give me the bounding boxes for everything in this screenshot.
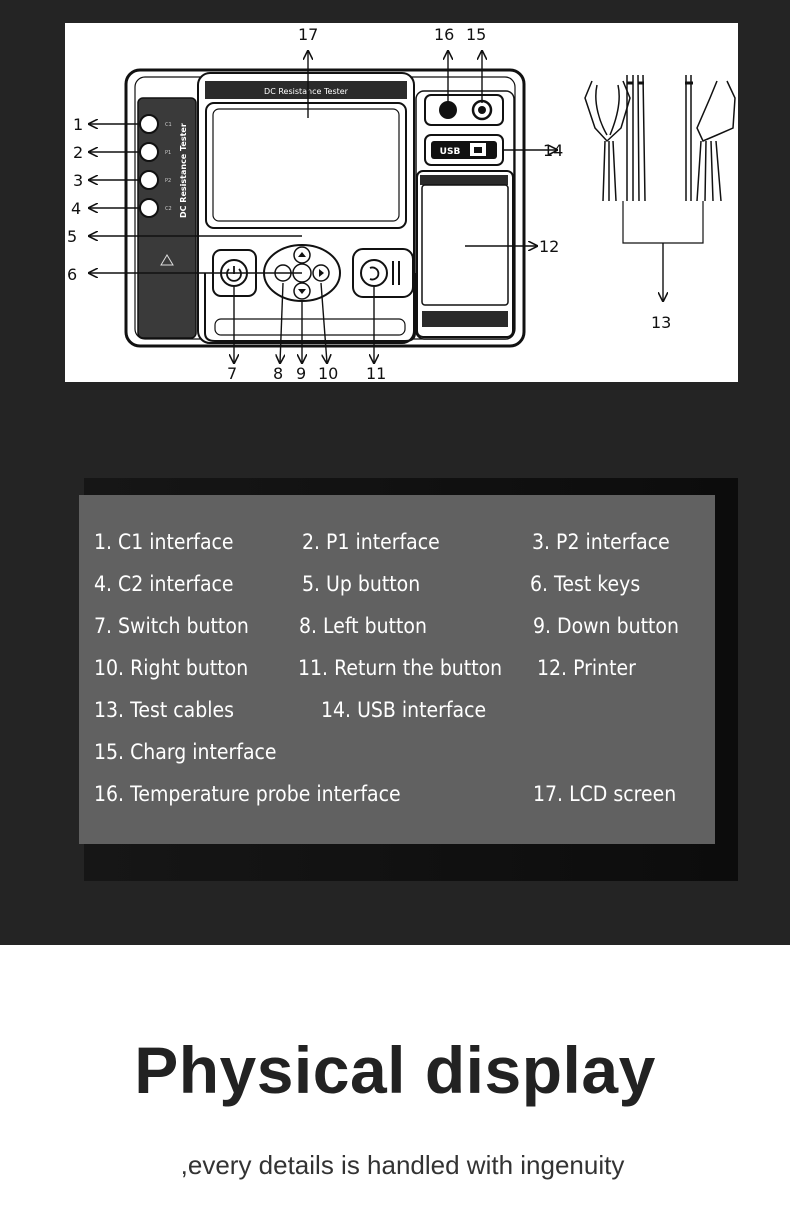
callout-number-11: 11 xyxy=(366,364,386,382)
temperature-probe-port-icon xyxy=(439,101,457,119)
port-column: C1 P1 P2 C2 DC Resistance Tester xyxy=(139,114,188,266)
device-diagram-svg: DC Resistance Tester C1 P1 P2 C2 DC Resi… xyxy=(67,25,736,382)
port-label-p2: P2 xyxy=(165,178,171,184)
return-icon xyxy=(360,259,388,287)
legend-item-17: 17. LCD screen xyxy=(533,782,677,806)
usb-label: USB xyxy=(440,147,461,157)
legend-item-16: 16. Temperature probe interface xyxy=(94,782,401,806)
port-label-c1: C1 xyxy=(165,122,172,128)
legend-item-11: 11. Return the button xyxy=(298,656,503,680)
legend-item-8: 8. Left button xyxy=(299,614,427,638)
callout-numbers: 1 2 3 4 5 6 7 8 9 10 11 12 13 14 15 16 1… xyxy=(67,25,671,382)
page-headline: Physical display xyxy=(134,1033,656,1107)
device-diagram: DC Resistance Tester C1 P1 P2 C2 DC Resi… xyxy=(65,23,738,382)
callout-number-8: 8 xyxy=(273,364,283,382)
callout-number-12: 12 xyxy=(539,237,559,256)
top-ports: USB xyxy=(424,94,504,166)
legend-item-15: 15. Charg interface xyxy=(94,740,277,764)
callout-number-7: 7 xyxy=(227,364,237,382)
callout-arrows xyxy=(89,51,663,363)
legend-item-1: 1. C1 interface xyxy=(94,530,234,554)
page-subheadline: ,every details is handled with ingenuity xyxy=(180,1150,625,1180)
legend-item-2: 2. P1 interface xyxy=(302,530,440,554)
callout-number-15: 15 xyxy=(466,25,486,44)
callout-number-9: 9 xyxy=(296,364,306,382)
legend-item-6: 6. Test keys xyxy=(530,572,641,596)
callout-number-10: 10 xyxy=(318,364,338,382)
legend-item-9: 9. Down button xyxy=(533,614,679,638)
legend-item-10: 10. Right button xyxy=(94,656,249,680)
legend-item-14: 14. USB interface xyxy=(321,698,487,722)
callout-number-16: 16 xyxy=(434,25,454,44)
callout-number-14: 14 xyxy=(543,141,563,160)
legend-item-7: 7. Switch button xyxy=(94,614,249,638)
callout-number-1: 1 xyxy=(73,115,83,134)
test-cables xyxy=(584,74,736,244)
port-label-p1: P1 xyxy=(165,150,171,156)
callout-number-2: 2 xyxy=(73,143,83,162)
port-label-c2: C2 xyxy=(165,206,172,212)
callout-number-6: 6 xyxy=(67,265,77,284)
p2-port-icon xyxy=(139,170,159,190)
legend-item-12: 12. Printer xyxy=(537,656,636,680)
legend-item-13: 13. Test cables xyxy=(94,698,234,722)
p1-port-icon xyxy=(139,142,159,162)
legend-item-3: 3. P2 interface xyxy=(532,530,670,554)
callout-number-4: 4 xyxy=(71,199,81,218)
printer-module xyxy=(416,170,514,338)
c2-port-icon xyxy=(139,198,159,218)
callout-number-3: 3 xyxy=(73,171,83,190)
legend-item-4: 4. C2 interface xyxy=(94,572,234,596)
callout-number-17: 17 xyxy=(298,25,318,44)
warning-icon xyxy=(160,254,174,266)
side-panel-label: DC Resistance Tester xyxy=(179,123,188,218)
legend-box: 1. C1 interface 2. P1 interface 3. P2 in… xyxy=(79,495,715,844)
legend-item-5: 5. Up button xyxy=(302,572,421,596)
callout-number-5: 5 xyxy=(67,227,77,246)
c1-port-icon xyxy=(139,114,159,134)
callout-number-13: 13 xyxy=(651,313,671,332)
device-title: DC Resistance Tester xyxy=(264,87,349,96)
